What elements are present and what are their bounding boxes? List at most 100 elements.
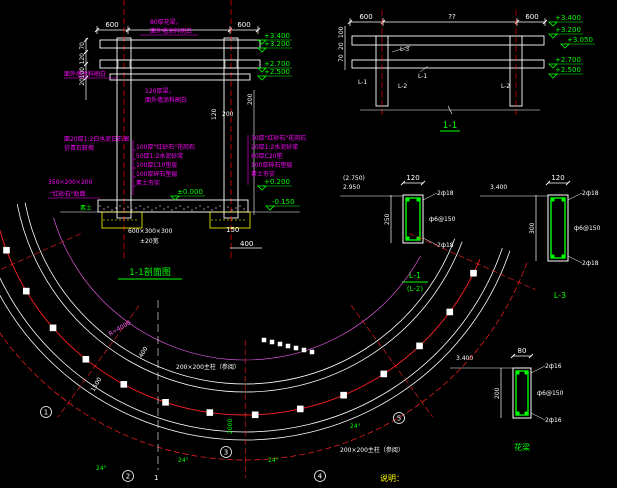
- rebar-dot: [551, 198, 555, 202]
- column-marker: [162, 399, 169, 406]
- beam-outline: [402, 194, 424, 244]
- hatch-dot: [131, 209, 133, 211]
- leader: [422, 192, 438, 201]
- hatch-dot: [167, 206, 169, 208]
- arc-inner-beam-inner: [24, 202, 456, 385]
- elevation-label: +2.700: [555, 56, 581, 64]
- dim-tick: [83, 49, 89, 55]
- annotation: 20厚1:2水泥砂浆: [251, 143, 298, 151]
- annotation: 350×200×200: [48, 179, 93, 186]
- grid-bubble: [40, 406, 52, 418]
- leader: [530, 365, 546, 374]
- rafter-block: [309, 349, 315, 355]
- dim-label: 2000: [227, 419, 234, 434]
- dim-label: 1500: [90, 376, 104, 393]
- hatch-dot: [115, 219, 117, 221]
- grid-bubble: [122, 470, 134, 482]
- elevation-marker: [265, 205, 275, 211]
- hatch-dot: [235, 219, 237, 221]
- hatch-dot: [191, 209, 193, 211]
- rebar-dot: [561, 254, 565, 258]
- hatch-dot: [123, 219, 125, 221]
- hatch-dot: [119, 219, 121, 221]
- hatch-dot: [243, 219, 245, 221]
- radial-grid-line: [350, 305, 433, 417]
- grid-bubble: [314, 470, 326, 482]
- hatch-dot: [139, 205, 141, 207]
- elevation-label: +2.500: [264, 68, 290, 76]
- annotation: 120厚梁，: [145, 87, 174, 95]
- rebar-label: 2ф18: [582, 190, 599, 197]
- dim-tick: [545, 180, 551, 186]
- hatch-dot: [119, 205, 121, 207]
- stirrup: [405, 197, 421, 241]
- annotation: 100厚"红砂石"花岗石: [136, 143, 195, 151]
- beam-outline: [512, 367, 532, 419]
- dim-label: 600: [525, 13, 538, 21]
- annotation: 50厚1:2水泥砂浆: [136, 152, 183, 160]
- arc-inner-beam-outer: [16, 204, 463, 393]
- angle-label: 24°: [350, 423, 361, 430]
- grid-bubble: [393, 412, 405, 424]
- flower-beam: [99, 39, 261, 49]
- arc-column-line: [0, 228, 481, 416]
- beam-upper: [99, 59, 261, 69]
- annotation: 素土: [80, 204, 92, 212]
- column-marker: [22, 287, 30, 295]
- elevation-label: +3.050: [567, 36, 593, 44]
- stirrup-label: ф6@150: [429, 216, 456, 223]
- dim-tick: [514, 19, 520, 25]
- angle-label: 24°: [178, 457, 189, 464]
- hatch-dot: [135, 207, 137, 209]
- rebar-dot: [516, 411, 520, 415]
- dim-label: 120: [406, 174, 419, 182]
- rebar-dot: [561, 198, 565, 202]
- hatch-dot: [227, 206, 229, 208]
- rebar-dot: [416, 198, 420, 202]
- dim-tick: [94, 27, 100, 33]
- hatch-dot: [219, 219, 221, 221]
- elevation-label: 3.400: [490, 184, 507, 191]
- hatch-dot: [243, 208, 245, 210]
- grid-label: 4: [318, 473, 323, 481]
- elevation-marker: [548, 33, 558, 39]
- rebar-dot: [406, 236, 410, 240]
- angle-label: 24°: [96, 465, 107, 472]
- annotation: 面外墙涂料刷白: [145, 96, 187, 104]
- hatch-dot: [187, 206, 189, 208]
- column-marker: [206, 409, 214, 416]
- hatch-dot: [175, 207, 177, 209]
- annotation: 面外墙涂料刷白: [64, 70, 106, 78]
- radial-grid-line: [409, 233, 536, 290]
- stirrup: [515, 370, 529, 416]
- hatch-dot: [223, 219, 225, 221]
- dim-tick: [347, 19, 353, 25]
- radial-grid-line: [57, 305, 140, 418]
- hatch-dot: [199, 205, 201, 207]
- rafter-block: [285, 343, 291, 349]
- hatch-dot: [163, 208, 165, 210]
- column-marker: [3, 246, 10, 254]
- hatch-dot: [127, 206, 129, 208]
- hatch-dot: [239, 205, 241, 207]
- rebar-label: 2ф16: [545, 417, 562, 424]
- leader: [391, 45, 411, 53]
- dim-label: 600: [105, 21, 118, 29]
- hatch-dot: [111, 209, 113, 211]
- grid-label: 5: [397, 415, 401, 423]
- dim-label: 200: [247, 93, 254, 105]
- rebar-label: 2ф18: [437, 190, 454, 197]
- annotation: 200×200主柱（参阅）: [340, 446, 404, 454]
- column-marker: [49, 324, 57, 332]
- rebar-dot: [524, 411, 528, 415]
- arc-inner-edge: [53, 217, 421, 361]
- hatch-dot: [107, 206, 109, 208]
- annotation: 100厚C10垫层: [136, 161, 177, 169]
- hatch-dot: [135, 219, 137, 221]
- annotation: 素土夯实: [136, 179, 160, 187]
- leader: [422, 237, 438, 246]
